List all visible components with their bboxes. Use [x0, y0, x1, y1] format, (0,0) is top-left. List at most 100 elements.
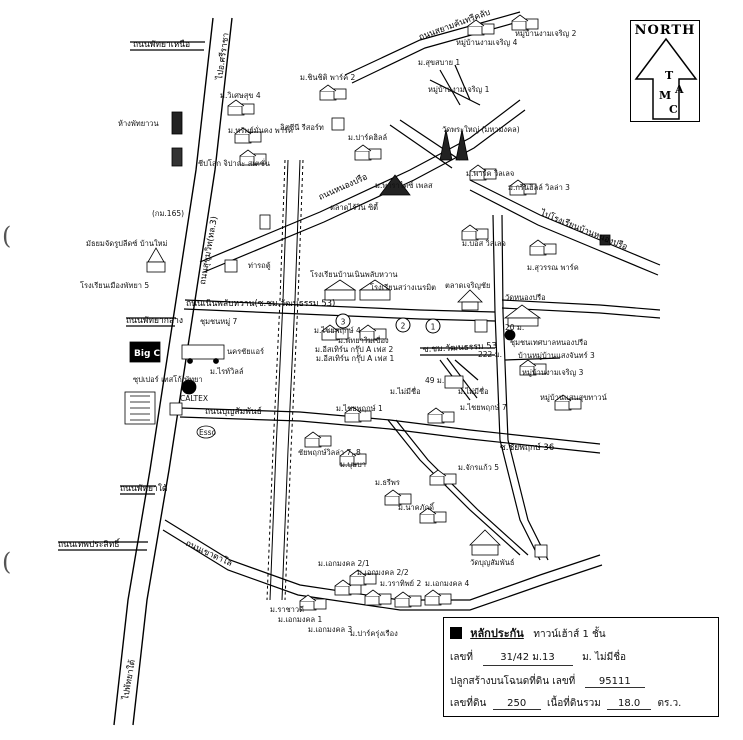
- place-rest: ชีปโลก จิปาถะ สเตชั่น: [198, 158, 270, 168]
- place-community: ชุมชนเทศบาลหนองปรือ: [510, 338, 588, 347]
- building-icon: [171, 147, 183, 167]
- binder-mark-bottom: (: [2, 548, 12, 576]
- place-pattaya-rim: ม.พัทยาริมเขื่อง: [338, 335, 389, 345]
- temple-icon: [439, 129, 469, 161]
- road-label-thepprasit: ถนนเทพประสิทธิ์: [58, 538, 121, 550]
- binder-mark-top: (: [2, 222, 12, 250]
- mkt-tree-icon: [379, 174, 411, 196]
- place-no-name-2: ม.ไม่มีชื่อ: [458, 386, 489, 396]
- dist-20: 20 ม.: [505, 323, 524, 332]
- north-arrow-box: NORTH T A M C: [630, 20, 700, 122]
- road-label-bunsamphan: ถนนบุญสัมพันธ์: [205, 406, 262, 417]
- place-ek1: ม.เอกมงคล 1: [278, 615, 323, 624]
- place-vil4: หมู่บ้านงามเจริญ 4: [456, 38, 518, 47]
- place-park: ม.ทรัพย์มั่นคง พาร์ค: [228, 125, 293, 135]
- road-label-south-pattaya: ถนนพัทยาใต้: [120, 483, 167, 494]
- place-parkrung: ม.ปาร์ครุ่งเรือง: [350, 629, 398, 638]
- info-area-value: 18.0: [607, 698, 652, 710]
- place-labels: ม.วิเศษสุข 4 ม.ชินชิติ พาร์ค 2 ห้างพัทยา…: [80, 29, 607, 638]
- place-mall: ห้างพัทยาวน: [118, 119, 159, 128]
- numbered-markers: 3 2 1: [335, 313, 441, 334]
- place-boss: ม.บอส วิลเลจ: [462, 239, 506, 248]
- north-letter-c: C: [669, 103, 678, 116]
- place-wat-np: วัดหนองปรือ: [505, 293, 546, 302]
- info-land-value: 250: [492, 698, 541, 710]
- place-green: ม.กรีนฮิลล์ วิลล่า 3: [508, 183, 570, 192]
- site-arrow: [454, 359, 479, 381]
- info-no-value: 31/42 ม.13: [482, 650, 573, 666]
- place-vil3: หมู่บ้านงามเจริญ 3: [522, 368, 584, 377]
- place-rightville: ม.ไรท์วิลล์: [210, 367, 243, 376]
- place-village3: บ้านหมู่บ้านแสงจันทร์ 3: [518, 351, 595, 360]
- north-letter-m: M: [659, 89, 672, 102]
- north-title: NORTH: [634, 23, 696, 38]
- place-cg2: ชุมชนหมู่ 7: [200, 317, 238, 326]
- place-esso: Esso: [199, 428, 217, 437]
- place-vil1: หมู่บ้านงามเจริญ 1: [428, 85, 490, 94]
- place-cr1: ม.ไชยพฤกษ์ 1: [336, 404, 383, 413]
- place-school4: โรงเรียนสว่างเนรมิต: [370, 283, 436, 292]
- place-ek3: ม.เอกมงคล 3: [308, 625, 353, 634]
- mall-icon: [171, 111, 183, 135]
- place-bigc-name: ซุปเปอร์ เทสโก้ พัทยา: [133, 375, 203, 384]
- road-label-central: ถนนพัทยากลาง: [126, 316, 183, 326]
- place-tharaporn: ม.ธรีพร: [375, 478, 400, 487]
- place-ek22: ม.เอกมงคล 2/2: [357, 568, 409, 577]
- seven-eleven-icon-4: [474, 319, 488, 333]
- caltex-icon: [181, 379, 197, 395]
- legend-square-icon: [450, 627, 462, 639]
- dist-49: 49 ม.: [425, 376, 444, 385]
- north-arrow-icon: [634, 37, 698, 120]
- marker-3: 3: [341, 318, 346, 327]
- info-village: ม. ไม่มีชื่อ: [582, 652, 627, 663]
- tree-icon: [504, 329, 516, 341]
- north-letter-a: A: [675, 83, 684, 96]
- place-wat-bunsamphan: วัดบุญสัมพันธ์: [470, 558, 514, 567]
- place-temple: วัดพระใหญ่ (มหามงคล): [442, 125, 520, 134]
- place-chaiyapruek4: ม.ไชยพฤกษ์ 4: [314, 326, 361, 335]
- place-caltex: CALTEX: [180, 394, 208, 403]
- place-busaba: ม.บุษบา: [340, 460, 366, 469]
- place-ek2: ม.เอกมงคล 2/1: [318, 559, 370, 568]
- info-area-label: เนื้อที่ดินรวม: [547, 698, 601, 709]
- resort-icon: [331, 117, 345, 131]
- bigc-logo-icon: [129, 341, 161, 363]
- marker-1: 1: [431, 323, 436, 332]
- seven-eleven-icon-3: [534, 544, 548, 558]
- subject-site-box: [444, 375, 464, 389]
- place-school1: โรงเรียนเมืองพัทยา 5: [80, 281, 149, 290]
- place-paradise: ม.พาราไดซ์ เพลส: [375, 181, 433, 190]
- esso-icon: [196, 425, 216, 439]
- place-saensuk: หมู่บ้านแสนสุขทาวน์: [540, 393, 607, 402]
- place-vil2: หมู่บ้านงามเจริญ 2: [515, 29, 577, 38]
- place-home1: ม.สุขสบาย 1: [418, 58, 460, 67]
- info-area-unit: ตร.ว.: [657, 698, 682, 709]
- place-chakkaew5: ม.จักรแก้ว 5: [458, 463, 499, 472]
- tesco-building-icon: [124, 391, 156, 425]
- sukhumvit-road: [113, 17, 233, 726]
- info-no-label: เลขที่: [450, 652, 473, 663]
- place-bigc: Big C: [134, 349, 161, 359]
- road-label-soi-right: ซ.ชัยพฤกษ์ 36: [500, 442, 554, 453]
- road-label-main: ถนนเนินพลับหวาน(ซ.ชม.วัฒนธรรม 53): [186, 299, 335, 309]
- place-varatip: ม.วราทิพย์ 2: [380, 579, 421, 588]
- place-ct78: ชัยพฤกษ์วิลล่า 7, 8: [298, 448, 361, 457]
- place-charoenchai: ตลาดเจริญชัย: [445, 281, 490, 290]
- landmarks: [124, 111, 611, 558]
- info-deed-value: 95111: [584, 676, 645, 688]
- site-marker-nong-icon: [599, 234, 611, 246]
- place-eastern-a2: ม.อีสเทิร์น กรุ๊ป A เฟส 2: [315, 345, 394, 354]
- info-type: ทาวน์เฮ้าส์ 1 ชั้น: [533, 629, 606, 640]
- place-market: ตลาดไร้วิน ซิตี้: [330, 202, 379, 212]
- east-roads: [501, 299, 661, 361]
- place-villa4: ม.วิเศษสุข 4: [220, 91, 261, 100]
- place-park-village: ม.พาร์ค วิลเลจ: [466, 169, 514, 178]
- railway: [266, 159, 304, 601]
- place-van: ท่ารถตู้: [248, 261, 271, 270]
- property-info-box: หลักประกัน ทาวน์เฮ้าส์ 1 ชั้น เลขที่ 31/…: [443, 617, 719, 717]
- place-km: (กม.165): [152, 209, 184, 218]
- place-suwan: ม.สุวรรณ พาร์ค: [527, 263, 579, 272]
- north-letter-t: T: [665, 69, 674, 82]
- place-school2: มัธยมจัดรูปลีดซ์ บ้านใหม่: [86, 239, 168, 248]
